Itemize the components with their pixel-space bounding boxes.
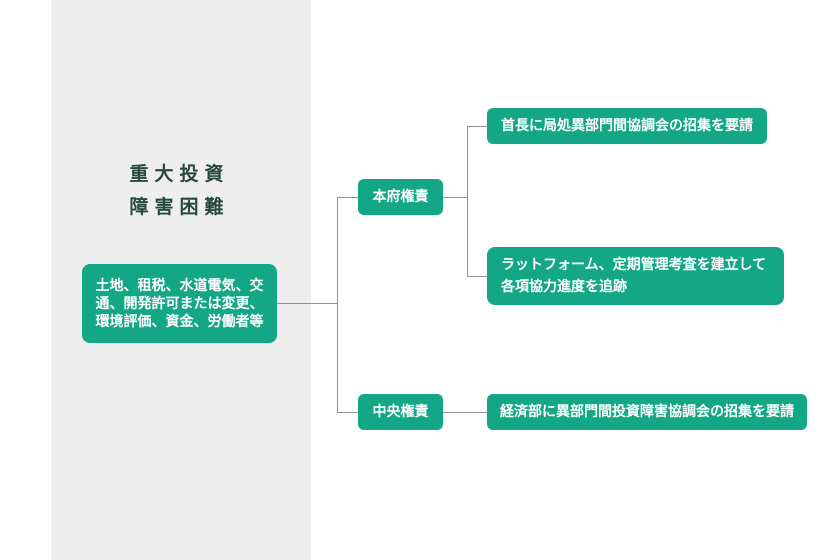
diagram-title: 重大投資 障害困難 — [57, 158, 302, 224]
root-node-line-2: 通、開発許可または変更、 — [95, 295, 264, 312]
leaf-node-platform-tracking: ラットフォーム、定期管理考査を建立して 各項協力進度を追跡 — [487, 247, 784, 305]
connector-trunk-2 — [467, 126, 468, 277]
root-node: 土地、租税、水道電気、交 通、開発許可または変更、 環境評価、資金、労働者等 — [82, 264, 277, 343]
branch-node-central-government: 中央権責 — [358, 394, 443, 430]
root-node-line-3: 環境評価、資金、労働者等 — [95, 313, 264, 330]
leaf-node-platform-line-2: 各項協力進度を追跡 — [501, 279, 627, 295]
connector-branch-2-to-leaf-3 — [443, 412, 487, 413]
connector-trunk-to-leaf-2 — [468, 276, 487, 277]
root-node-line-1: 土地、租税、水道電気、交 — [95, 277, 264, 294]
connector-trunk-to-branch-2 — [338, 412, 358, 413]
connector-trunk-to-branch-1 — [338, 197, 358, 198]
connector-branch-1-out — [443, 197, 467, 198]
connector-root-to-trunk — [277, 303, 337, 304]
connector-trunk-1 — [337, 197, 338, 413]
branch-node-local-government: 本府権責 — [358, 179, 443, 215]
title-line-2: 障害困難 — [129, 196, 230, 218]
leaf-node-economy-ministry-meeting: 経済部に異部門間投資障害協調会の招集を要請 — [487, 394, 807, 430]
leaf-node-platform-line-1: ラットフォーム、定期管理考査を建立して — [501, 257, 767, 273]
title-line-1: 重大投資 — [129, 163, 230, 185]
leaf-node-mayor-coordination-meeting: 首長に局処異部門間協調会の招集を要請 — [487, 108, 767, 144]
connector-trunk-to-leaf-1 — [468, 126, 487, 127]
